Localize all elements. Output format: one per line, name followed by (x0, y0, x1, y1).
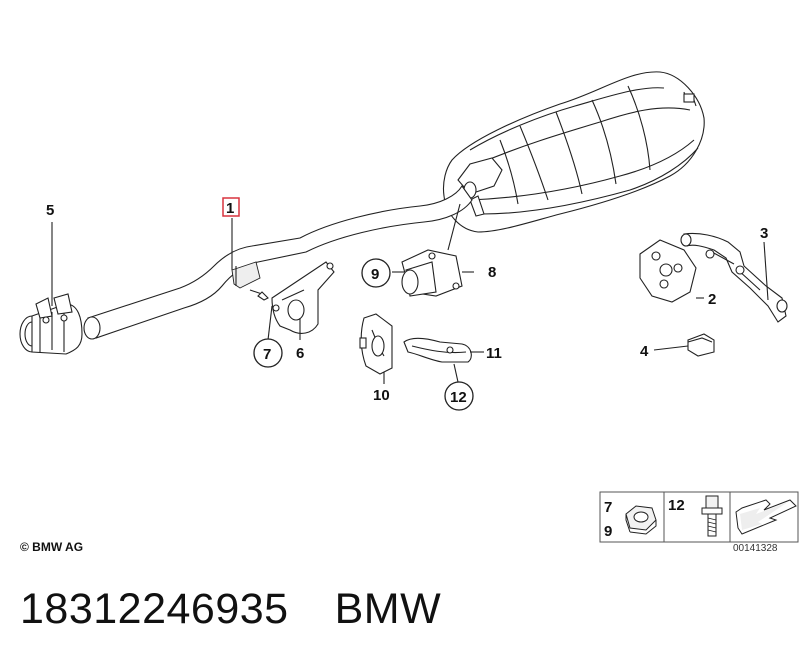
callout-12-circle (444, 381, 474, 411)
pipe-clamp-5 (19, 293, 83, 355)
legend-label-12: 12 (668, 497, 685, 514)
diagram-code: 00141328 (733, 543, 778, 554)
callout-9-circle (361, 258, 391, 288)
bolt-icon (701, 495, 723, 537)
callout-2: 2 (708, 291, 716, 308)
gasket-2 (639, 239, 697, 303)
footer-caption: 18312246935 BMW (20, 585, 441, 634)
hex-nut-icon (625, 505, 657, 535)
callout-1-box (222, 197, 240, 217)
legend-label-7: 7 (604, 499, 612, 516)
connecting-pipe-3 (680, 232, 788, 323)
callout-7: 7 (263, 346, 271, 363)
callout-11: 11 (486, 345, 502, 362)
brand-name: BMW (334, 585, 442, 633)
callout-10: 10 (373, 387, 390, 404)
callout-9: 9 (371, 266, 379, 283)
strap-11 (403, 337, 472, 363)
arrow-icon (735, 499, 797, 535)
callout-6: 6 (296, 345, 304, 362)
callout-12: 12 (450, 389, 467, 406)
callout-8: 8 (488, 264, 496, 281)
center-pipe (83, 184, 473, 340)
part-number: 18312246935 (20, 585, 289, 633)
copyright: © BMW AG (20, 540, 84, 554)
callout-7-circle (253, 338, 283, 368)
hanger-bracket-6 (271, 261, 335, 334)
rubber-mount-8 (401, 249, 463, 297)
callout-3: 3 (760, 225, 768, 242)
callout-4: 4 (640, 343, 649, 360)
leader-lines (51, 203, 769, 384)
legend-box: 7 9 12 (599, 491, 799, 543)
callout-1: 1 (226, 200, 234, 217)
callout-labels: 1 2 3 4 5 6 7 8 9 10 11 12 (46, 197, 768, 411)
rear-muffler (442, 71, 705, 233)
callout-5: 5 (46, 202, 54, 219)
rubber-mount-10 (359, 313, 393, 375)
legend-label-9: 9 (604, 523, 612, 540)
bolt-4 (687, 333, 715, 357)
